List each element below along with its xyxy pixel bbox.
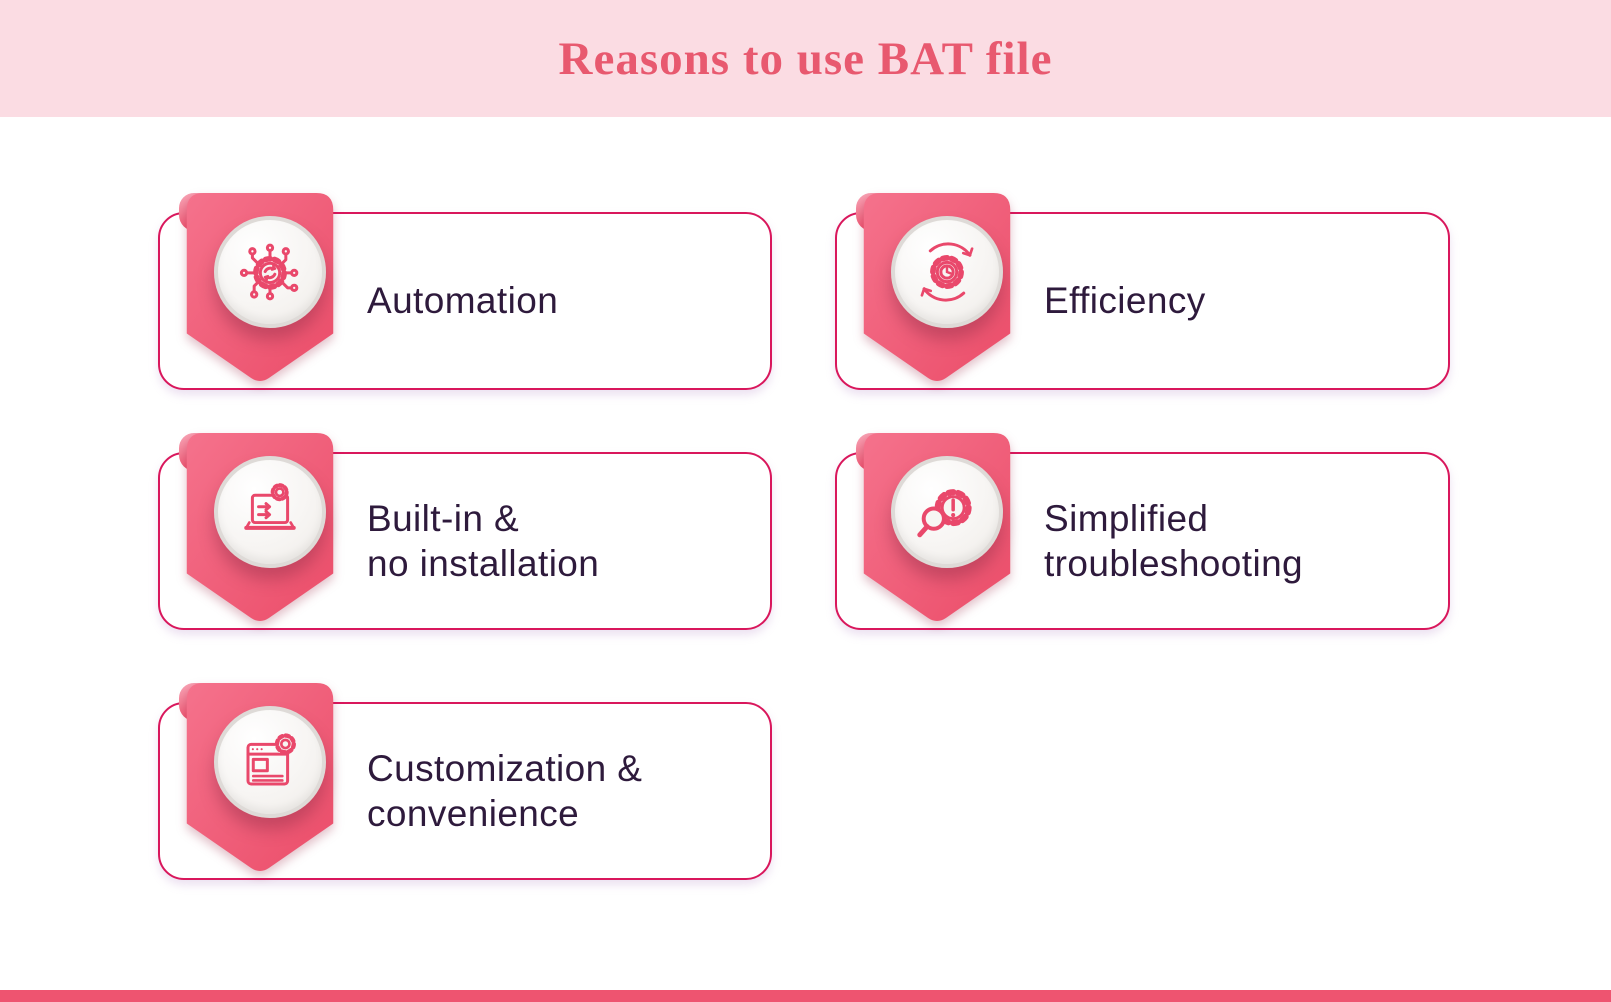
reason-card-automation: Automation [158,192,772,390]
card-label: Customization & convenience [367,747,643,834]
ribbon-bookmark [179,682,335,872]
ribbon-bookmark [856,192,1012,382]
builtin-laptop-arrows-gear-icon [244,483,296,530]
reason-card-troubleshooting: Simplified troubleshooting [835,432,1450,630]
ribbon-bookmark [179,192,335,382]
troubleshooting-magnifier-gear-alert-icon [917,489,972,538]
ribbon-bookmark [856,432,1012,622]
card-label: Simplified troubleshooting [1044,497,1304,584]
page-title: Reasons to use BAT file [558,32,1053,85]
reason-card-builtin: Built-in & no installation [158,432,772,630]
icon-badge [214,706,326,818]
efficiency-gear-clock-cycle-icon [920,242,974,302]
header-band: Reasons to use BAT file [0,0,1611,117]
card-label: Efficiency [1044,280,1206,322]
footer-accent-bar [0,990,1611,1002]
icon-badge [891,216,1003,328]
icon-badge [214,216,326,328]
automation-circuit-gear-icon [239,243,299,301]
icon-badge [214,456,326,568]
card-label: Automation [367,280,559,322]
reason-card-efficiency: Efficiency [835,192,1450,390]
customization-browser-gear-icon [246,733,296,786]
icon-badge [891,456,1003,568]
reason-card-customization: Customization & convenience [158,682,772,880]
ribbon-bookmark [179,432,335,622]
card-label: Built-in & no installation [367,497,600,584]
